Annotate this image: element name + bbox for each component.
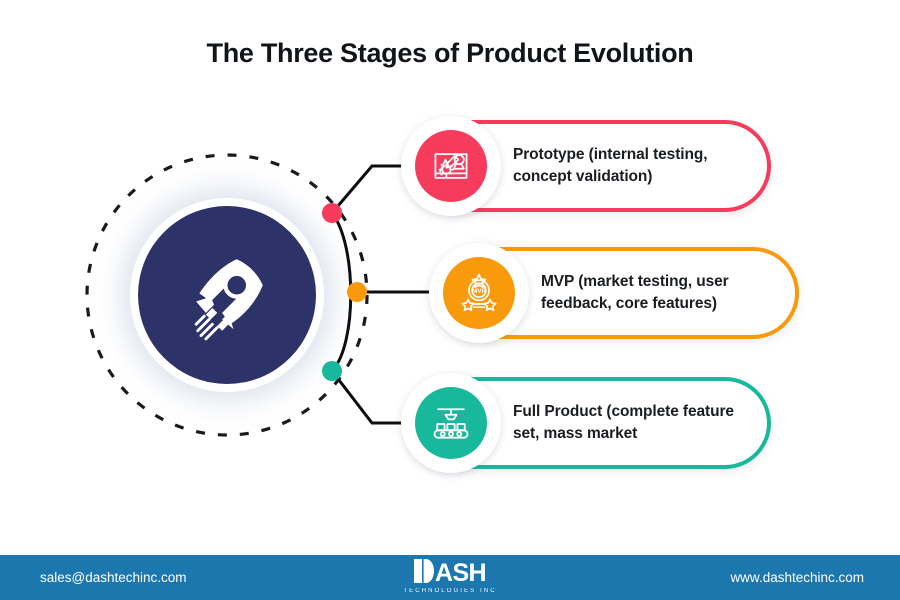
stage-card-prototype[interactable]: Prototype (internal testing, concept val… bbox=[401, 116, 771, 216]
stage-card-full-product[interactable]: Full Product (complete feature set, mass… bbox=[401, 373, 771, 473]
footer-email[interactable]: sales@dashtechinc.com bbox=[40, 570, 187, 585]
stage-card-mvp[interactable]: MVP MVP (market testing, user feedback, … bbox=[429, 243, 799, 343]
stage-label-full-product: Full Product (complete feature set, mass… bbox=[513, 403, 734, 442]
stage-dot-full-product[interactable] bbox=[322, 361, 342, 381]
stage-icon-ring-prototype bbox=[401, 116, 501, 216]
svg-text:MVP: MVP bbox=[472, 288, 487, 295]
stage-icon-ring-full-product bbox=[401, 373, 501, 473]
footer-website[interactable]: www.dashtechinc.com bbox=[730, 570, 864, 585]
logo-tagline: TECHNOLOGIES INC bbox=[403, 588, 497, 594]
hub-rocket-circle bbox=[138, 206, 316, 384]
stage-label-mvp: MVP (market testing, user feedback, core… bbox=[541, 273, 729, 312]
blueprint-drafting-icon bbox=[429, 144, 473, 188]
stage-icon-disc-mvp: MVP bbox=[443, 257, 515, 329]
dash-logo: ASH TECHNOLOGIES INC bbox=[390, 559, 510, 594]
stage-icon-disc-prototype bbox=[415, 130, 487, 202]
logo-d-mark bbox=[414, 559, 434, 588]
rocket-icon bbox=[175, 243, 279, 347]
logo-row: ASH bbox=[390, 559, 510, 588]
stage-icon-disc-full-product bbox=[415, 387, 487, 459]
diagram-canvas: Prototype (internal testing, concept val… bbox=[85, 116, 799, 473]
stage-dot-mvp[interactable] bbox=[347, 282, 367, 302]
logo-wordmark: ASH bbox=[435, 559, 487, 587]
stage-dot-prototype[interactable] bbox=[322, 203, 342, 223]
stage-icon-ring-mvp: MVP bbox=[429, 243, 529, 343]
footer-bar: sales@dashtechinc.com ASH TECHNOLOGIES I… bbox=[0, 555, 900, 600]
mvp-badge-icon: MVP bbox=[457, 271, 501, 315]
conveyor-production-icon bbox=[429, 401, 473, 445]
stage-label-prototype: Prototype (internal testing, concept val… bbox=[513, 146, 708, 185]
page-title: The Three Stages of Product Evolution bbox=[206, 38, 694, 68]
